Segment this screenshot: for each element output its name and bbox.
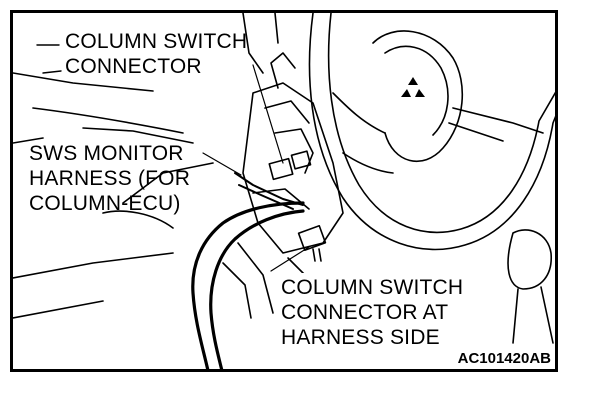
dashboard-outline [13,72,154,92]
leader-line-sws-harness [202,152,242,176]
steering-wheel-rim [308,13,555,251]
leader-line-column-switch [252,64,284,164]
column-switch-connector-shape [268,157,294,181]
steering-wheel-hub [372,30,464,163]
reference-code: AC101420AB [457,350,551,367]
label-column-switch-connector: COLUMN SWITCH CONNECTOR [65,30,248,78]
label-sws-monitor-harness: SWS MONITOR HARNESS (FOR COLUMN-ECU) [29,142,191,215]
sws-monitor-harness-wire [191,201,305,369]
steering-column [242,82,344,254]
steering-column-illustration [13,13,555,369]
harness-side-connector-shape [297,224,327,252]
leader-line-harness-side [270,246,310,272]
diagram-frame: COLUMN SWITCH CONNECTOR SWS MONITOR HARN… [10,10,558,372]
label-column-switch-connector-harness-side: COLUMN SWITCH CONNECTOR AT HARNESS SIDE [277,273,468,352]
gear-shift-knob [507,229,552,290]
emblem-icon [401,77,425,97]
